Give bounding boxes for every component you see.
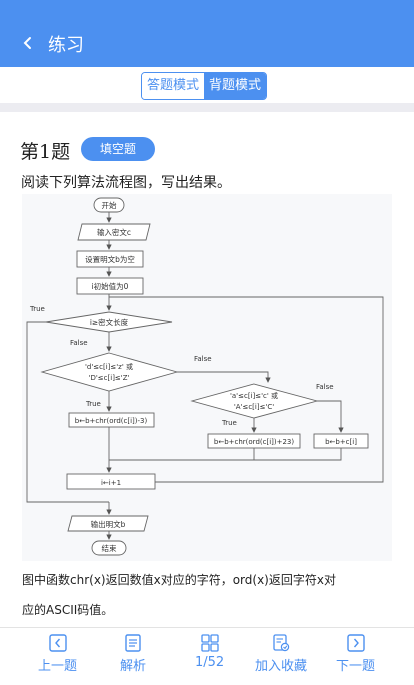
- init-i-label: i初始值为0: [92, 281, 129, 291]
- section-divider: [0, 103, 414, 112]
- init-i-node: [76, 277, 144, 295]
- question-type-badge: 填空题: [81, 137, 155, 161]
- prev-question-button[interactable]: 上一题: [38, 634, 77, 674]
- favorite-doc-icon: [273, 634, 290, 652]
- explanation-line-2: 应的ASCII码值。: [22, 603, 114, 617]
- increment-node: [66, 473, 156, 490]
- input-label: 输入密文c: [97, 227, 131, 237]
- grid-icon: [200, 634, 219, 652]
- set-plain-node: [76, 250, 144, 268]
- plus23-label: b←b+chr(ord(c[i])+23): [214, 438, 294, 446]
- algorithm-flowchart: 开始 输入密文c 设置明文b为空 i初始值为0 i≥密文长度 True Fals…: [22, 194, 392, 561]
- output-node: [67, 515, 149, 532]
- answer-mode-tab[interactable]: 答题模式: [142, 73, 205, 99]
- abc-condition-label-2: 'A'≤c[i]≤'C': [234, 403, 274, 411]
- back-arrow-icon[interactable]: [18, 30, 38, 56]
- question-number: 第1题: [20, 141, 71, 163]
- analysis-label: 解析: [120, 659, 147, 674]
- output-label: 输出明文b: [91, 519, 126, 529]
- copy-label: b←b+c[i]: [325, 438, 357, 446]
- next-icon: [346, 634, 365, 652]
- prev-icon: [48, 634, 67, 652]
- prev-question-label: 上一题: [38, 659, 78, 674]
- next-question-label: 下一题: [336, 659, 376, 674]
- set-plain-label: 设置明文b为空: [85, 254, 135, 264]
- mode-switch: 答题模式 背题模式: [141, 72, 268, 100]
- false-label-3: False: [316, 383, 334, 391]
- false-label-2: False: [194, 355, 212, 363]
- bottom-nav: [0, 627, 414, 685]
- end-node: [91, 540, 127, 556]
- input-node: [77, 223, 151, 241]
- range-condition-label-2: 'D'≤c[i]≤'Z': [89, 374, 130, 382]
- explanation-line-1: 图中函数chr(x)返回数值x对应的字符，ord(x)返回字符x对: [22, 573, 336, 587]
- page-title: 练习: [48, 35, 84, 56]
- minus3-label: b←b+chr(ord(c[i])-3): [75, 417, 148, 425]
- add-favorite-label: 加入收藏: [255, 659, 308, 674]
- increment-label: i←i+1: [101, 479, 121, 487]
- minus3-node: [68, 412, 155, 428]
- range-condition-label-1: 'd'≤c[i]≤'z' 或: [85, 362, 133, 371]
- true-label-3: True: [221, 419, 237, 427]
- end-label: 结束: [102, 543, 117, 553]
- top-bar: 练习: [0, 0, 414, 67]
- analysis-button[interactable]: 解析: [120, 634, 146, 674]
- document-icon: [125, 634, 141, 652]
- true-label-2: True: [85, 400, 101, 408]
- memorize-mode-tab[interactable]: 背题模式: [204, 73, 267, 99]
- true-label-1: True: [29, 305, 45, 313]
- abc-condition-label-1: 'a'≤c[i]≤'c' 或: [230, 391, 278, 400]
- add-favorite-button[interactable]: 加入收藏: [255, 634, 307, 674]
- length-condition-label: i≥密文长度: [90, 317, 129, 327]
- question-progress: 1/52: [195, 655, 225, 670]
- next-question-button[interactable]: 下一题: [336, 634, 375, 674]
- start-label: 开始: [102, 200, 117, 210]
- question-stem: 阅读下列算法流程图，写出结果。: [21, 175, 231, 191]
- false-label-1: False: [70, 339, 88, 347]
- question-grid-button[interactable]: 1/52: [195, 634, 224, 670]
